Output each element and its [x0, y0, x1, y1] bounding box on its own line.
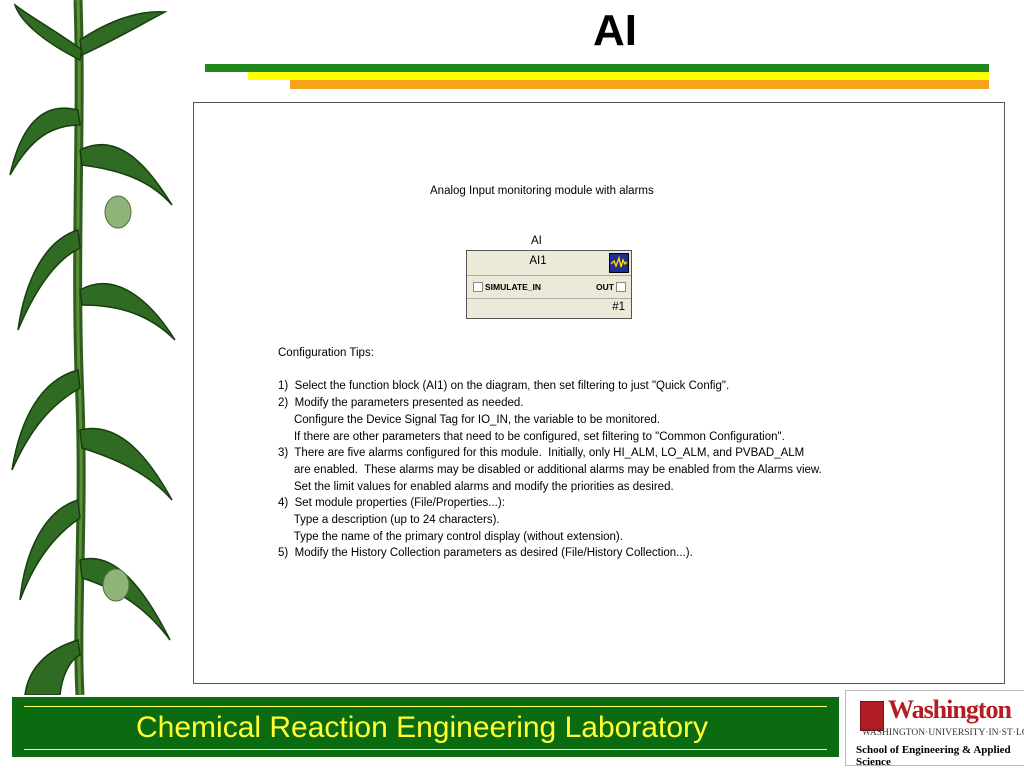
function-block-name: AI1	[529, 255, 547, 267]
corn-stalk	[73, 0, 86, 695]
tip-line: 4) Set module properties (File/Propertie…	[278, 497, 505, 510]
washington-university-logo: Washington WASHINGTON·UNIVERSITY·IN·ST·L…	[845, 690, 1024, 768]
logo-university: WASHINGTON·UNIVERSITY·IN·ST·LOUIS	[862, 728, 1024, 738]
footer-top-rule	[24, 706, 827, 707]
out-connector[interactable]	[616, 282, 626, 292]
tip-line: 1) Select the function block (AI1) on th…	[278, 380, 730, 393]
function-block-type-label: AI	[531, 235, 542, 247]
title-bar-yellow	[248, 72, 989, 80]
tip-line: 5) Modify the History Collection paramet…	[278, 547, 693, 560]
logo-school: School of Engineering & Applied Science	[856, 744, 1011, 768]
slide-title: AI	[593, 6, 637, 55]
title-bar-green	[205, 64, 989, 72]
trend-icon	[609, 253, 629, 273]
footer-banner: Chemical Reaction Engineering Laboratory	[12, 697, 839, 757]
corn-plant-image	[9, 0, 176, 695]
title-bar-orange	[290, 80, 989, 89]
configuration-tips: Configuration Tips: 1) Select the functi…	[278, 345, 822, 562]
module-diagram-panel: Analog Input monitoring module with alar…	[193, 102, 1005, 684]
tips-heading: Configuration Tips:	[278, 347, 374, 359]
tip-line: Configure the Device Signal Tag for IO_I…	[278, 413, 661, 426]
simulate-in-label: SIMULATE_IN	[485, 282, 542, 292]
simulate-in-connector[interactable]	[473, 282, 483, 292]
function-block-ai1[interactable]: AI1 SIMULATE_IN OUT #1	[466, 250, 632, 319]
tip-line: If there are other parameters that need …	[278, 430, 785, 443]
tip-line: Set the limit values for enabled alarms …	[278, 480, 674, 493]
tip-line: 3) There are five alarms configured for …	[278, 447, 805, 460]
tip-line: Type a description (up to 24 characters)…	[278, 514, 500, 527]
tip-line: are enabled. These alarms may be disable…	[278, 463, 822, 476]
tip-line: 2) Modify the parameters presented as ne…	[278, 397, 524, 410]
out-label: OUT	[596, 282, 614, 292]
footer-lab-name: Chemical Reaction Engineering Laboratory	[136, 711, 708, 744]
logo-name: Washington	[888, 695, 1012, 724]
execution-order: #1	[612, 301, 625, 313]
shield-icon	[860, 701, 884, 731]
tip-line: Type the name of the primary control dis…	[278, 530, 623, 543]
module-description: Analog Input monitoring module with alar…	[430, 185, 654, 197]
footer-bottom-rule	[24, 749, 827, 750]
